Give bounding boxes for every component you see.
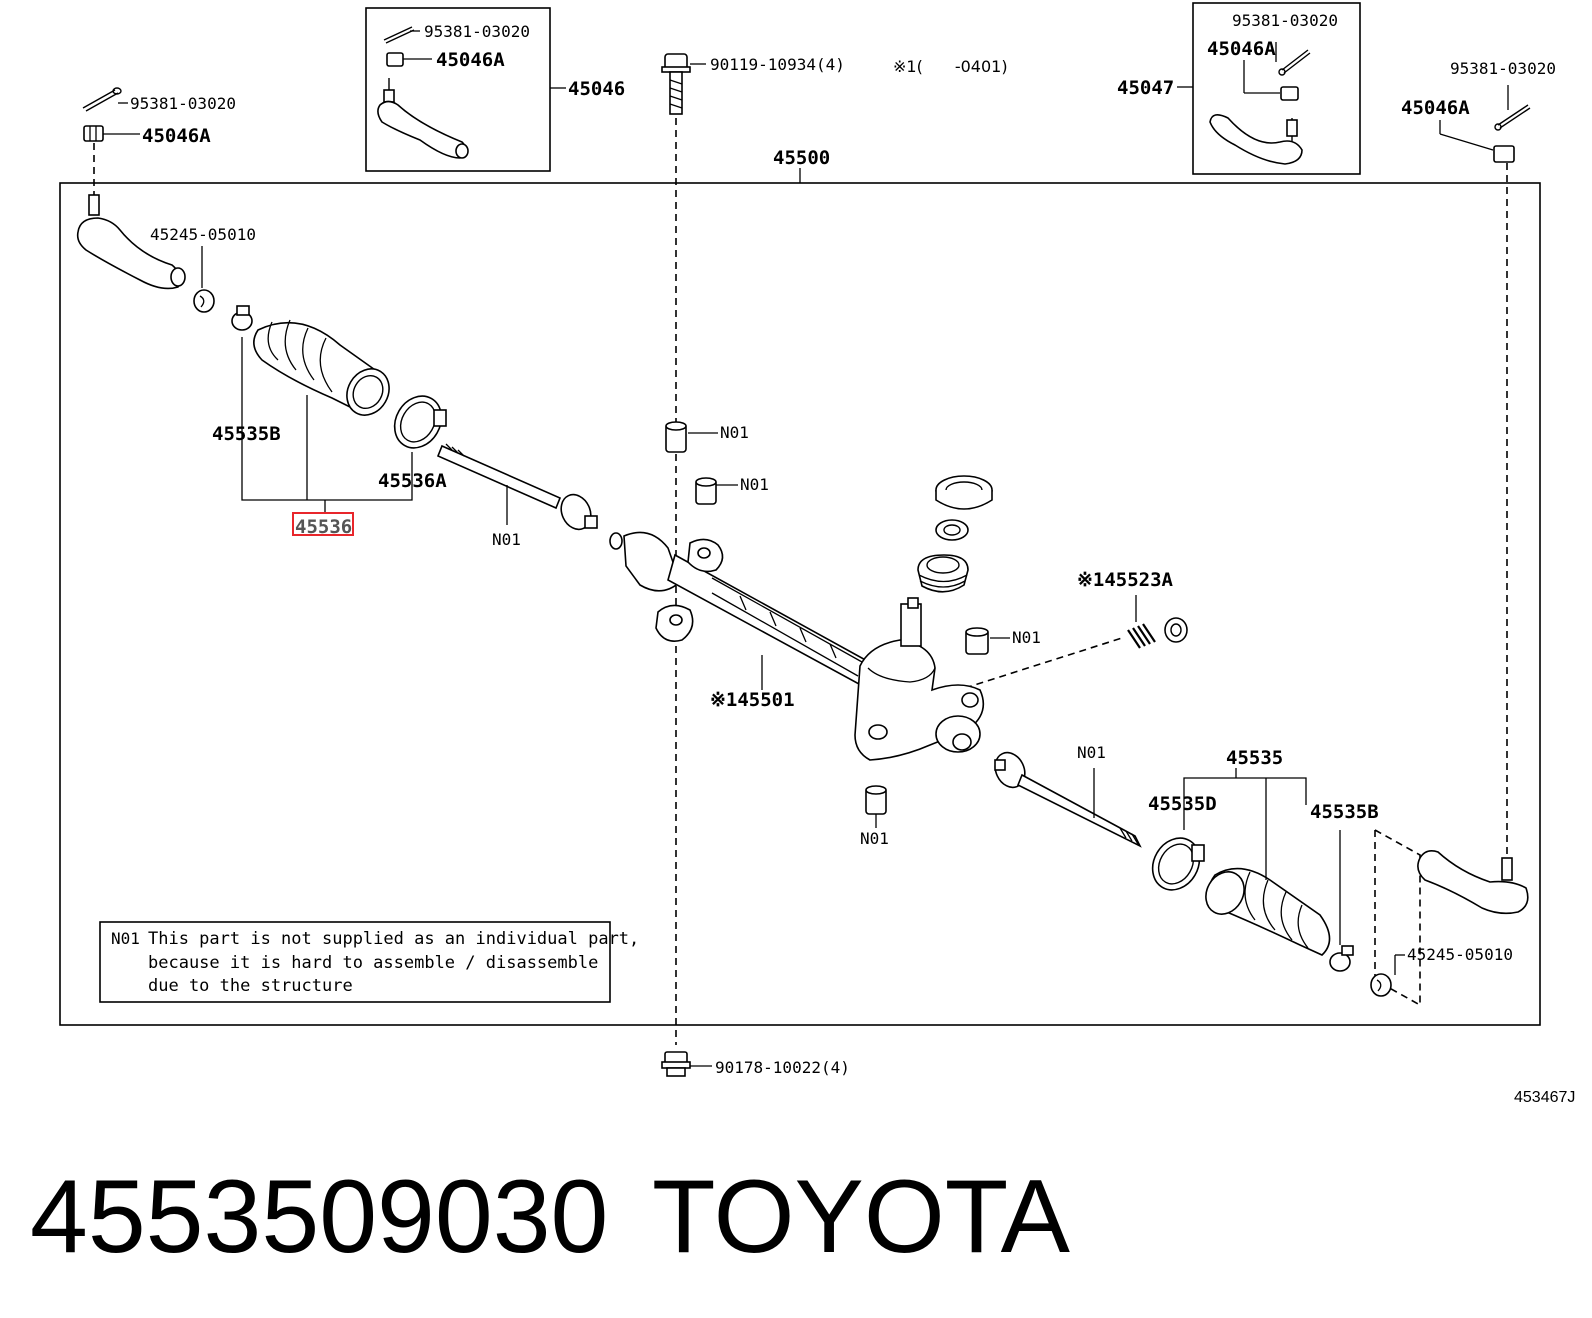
assembly-frame <box>59 182 1541 1026</box>
caption-part-number: 4553509030 <box>30 1159 608 1275</box>
highlight-box[interactable] <box>292 512 354 536</box>
label-spring-kit: ※145523A <box>1077 569 1174 591</box>
label-gear-assy: 45500 <box>773 147 830 169</box>
bush-icon <box>695 477 717 505</box>
label-tie-rod-left: N01 <box>492 530 521 549</box>
label-nut-tr: 45046A <box>1401 97 1470 119</box>
spring-dash-line <box>964 637 1123 689</box>
label-cotter-pin-tr: 95381-03020 <box>1450 59 1556 78</box>
inner-tie-rod-icon <box>994 751 1142 848</box>
boot-clamp-icon <box>231 305 253 331</box>
label-bush-upper: N01 <box>720 423 749 442</box>
bellows-boot-icon <box>253 319 390 416</box>
note-line-3: due to the structure <box>148 976 353 996</box>
label-nut-bottom: 90178-10022(4) <box>715 1058 850 1077</box>
label-bolt: 90119-10934(4) <box>710 55 845 74</box>
bush-icon <box>665 421 687 453</box>
label-bush-upper2: N01 <box>740 475 769 494</box>
label-clamp-right: 45535D <box>1148 793 1217 815</box>
cotter-pin-icon <box>1278 49 1311 76</box>
tie-rod-end-icon <box>377 78 469 159</box>
cotter-pin-icon <box>82 87 122 112</box>
seal-icon <box>935 519 969 541</box>
label-clamp-left: 45536A <box>378 470 447 492</box>
label-kit-right: 45047 <box>1117 77 1174 99</box>
plug-icon <box>1164 617 1188 643</box>
bolt-icon <box>661 53 691 115</box>
label-boot-left: 45535B <box>212 423 281 445</box>
cotter-pin-icon <box>383 26 415 44</box>
note-code: N01 <box>111 929 140 948</box>
clip-dash-bracket <box>1374 829 1421 1007</box>
label-cotter-pin-tl: 95381-03020 <box>130 94 236 113</box>
label-kit-right-nut: 45046A <box>1207 38 1276 60</box>
label-rack-housing: ※145501 <box>710 689 795 711</box>
castle-nut-icon <box>1280 86 1299 101</box>
tie-rod-end-icon <box>76 194 186 290</box>
kit-box-left <box>365 7 551 172</box>
clip-icon <box>193 289 215 313</box>
label-kit-right-pin: 95381-03020 <box>1232 11 1338 30</box>
note-line-2: because it is hard to assemble / disasse… <box>148 953 598 973</box>
label-kit-left: 45046 <box>568 78 625 100</box>
clip-icon <box>1370 973 1392 997</box>
label-bush-lower: N01 <box>860 829 889 848</box>
bellows-boot-icon <box>1205 867 1331 956</box>
label-tie-rod-right: N01 <box>1077 743 1106 762</box>
label-boot-kit-right: 45535 <box>1226 747 1283 769</box>
rack-housing-icon <box>609 531 985 761</box>
label-kit-boot-left[interactable]: 45536 <box>295 516 352 538</box>
castle-nut-icon <box>1493 145 1515 163</box>
note-box <box>99 921 611 1003</box>
castle-nut-icon <box>83 125 104 142</box>
lock-nut-icon <box>935 475 993 510</box>
boot-clamp-icon <box>1329 945 1354 972</box>
label-kit-left-nut: 45046A <box>436 49 505 71</box>
label-kit-left-pin: 95381-03020 <box>424 22 530 41</box>
label-boot-right: 45535B <box>1310 801 1379 823</box>
diagram-reference: 453467J <box>1514 1089 1575 1106</box>
bush-icon <box>865 785 887 815</box>
boot-clamp-icon <box>393 395 447 449</box>
dust-cover-icon <box>917 554 969 593</box>
label-clip-left: 45245-05010 <box>150 225 256 244</box>
caption-brand: TOYOTA <box>652 1159 1071 1275</box>
tie-rod-end-icon <box>1209 114 1303 165</box>
label-bolt-note: ※1( -0401) <box>893 57 1008 76</box>
label-clip-right: 45245-05010 <box>1407 945 1513 964</box>
inner-tie-rod-icon <box>436 443 598 531</box>
label-nut-tl: 45046A <box>142 125 211 147</box>
castle-nut-icon <box>386 52 404 67</box>
kit-box-right <box>1192 2 1361 175</box>
bush-icon <box>965 627 989 655</box>
cotter-pin-icon <box>1494 104 1531 131</box>
note-line-1: This part is not supplied as an individu… <box>148 929 639 949</box>
tie-rod-end-icon <box>1417 850 1529 915</box>
label-bush-right: N01 <box>1012 628 1041 647</box>
spring-icon <box>1127 623 1156 649</box>
boot-clamp-icon <box>1151 837 1205 891</box>
nut-icon <box>661 1051 691 1077</box>
